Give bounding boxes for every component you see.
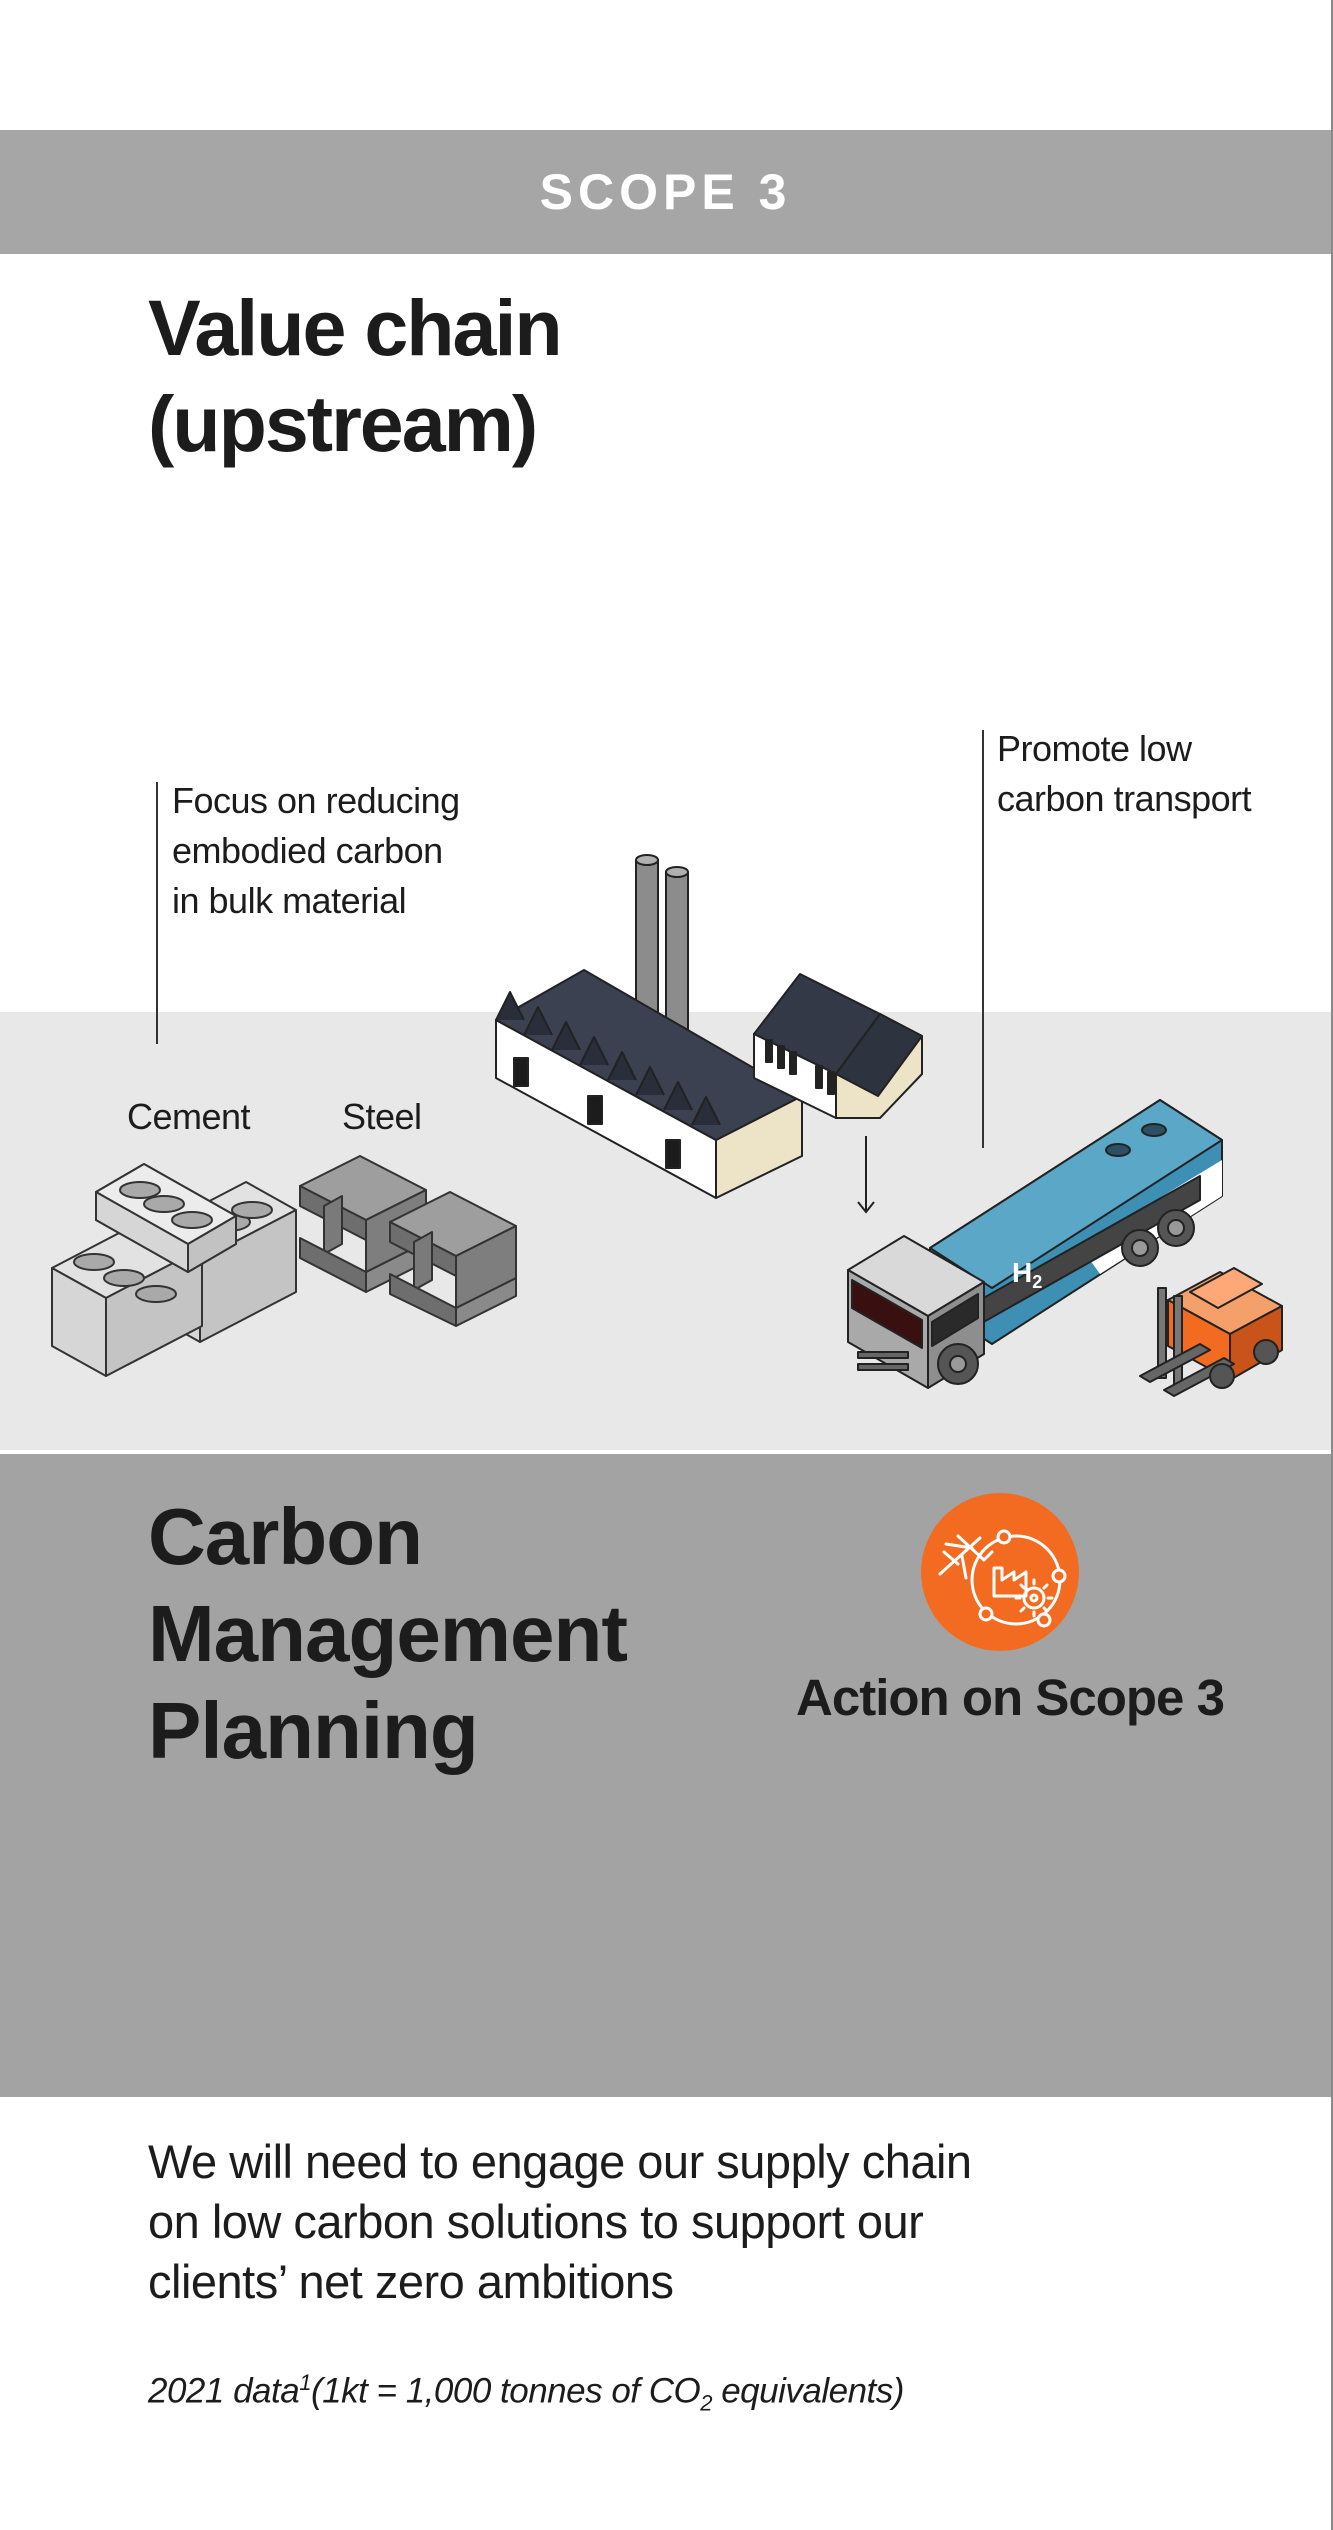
transport-callout: Promote low carbon transport: [997, 724, 1317, 824]
planning-title: Carbon Management Planning: [148, 1488, 748, 1779]
section-title-line-2: (upstream): [148, 379, 538, 468]
materials-callout-line-2: embodied carbon: [172, 830, 443, 871]
footnote-ref: 1: [299, 2370, 311, 2395]
footnote-middle: (1kt = 1,000 tonnes of CO: [310, 2371, 701, 2411]
materials-callout-line-3: in bulk material: [172, 880, 407, 921]
tank-label: H2: [1012, 1257, 1042, 1292]
body-line-3: clients’ net zero ambitions: [148, 2255, 674, 2308]
planning-title-line-2: Management: [148, 1589, 628, 1678]
footnote-suffix: equivalents): [711, 2371, 904, 2411]
section-title-line-1: Value chain: [148, 283, 563, 372]
footnote-prefix: 2021 data: [148, 2371, 300, 2411]
materials-callout-line: [156, 782, 158, 1044]
footnote-subscript: 2: [700, 2390, 712, 2416]
section-title: Value chain (upstream): [148, 280, 848, 472]
materials-callout-line-1: Focus on reducing: [172, 780, 460, 821]
steel-label: Steel: [342, 1096, 422, 1137]
footnote: 2021 data1(1kt = 1,000 tonnes of CO2 equ…: [148, 2370, 1148, 2417]
planning-title-line-1: Carbon: [148, 1492, 423, 1581]
materials-callout: Focus on reducing embodied carbon in bul…: [172, 776, 592, 926]
scope-label: SCOPE 3: [539, 164, 792, 220]
body-line-2: on low carbon solutions to support our: [148, 2195, 924, 2248]
transport-callout-line-2: carbon transport: [997, 778, 1252, 819]
planning-title-line-3: Planning: [148, 1686, 479, 1775]
transport-callout-line: [982, 730, 984, 1148]
scope-header-band: [0, 130, 1331, 254]
body-text: We will need to engage our supply chain …: [148, 2132, 1108, 2312]
transport-callout-line-1: Promote low: [997, 728, 1192, 769]
body-line-1: We will need to engage our supply chain: [148, 2135, 972, 2188]
right-edge-rule: [1331, 0, 1333, 2530]
action-label: Action on Scope 3: [796, 1669, 1225, 1726]
cement-label: Cement: [127, 1096, 251, 1137]
planning-band: [0, 1454, 1331, 2097]
